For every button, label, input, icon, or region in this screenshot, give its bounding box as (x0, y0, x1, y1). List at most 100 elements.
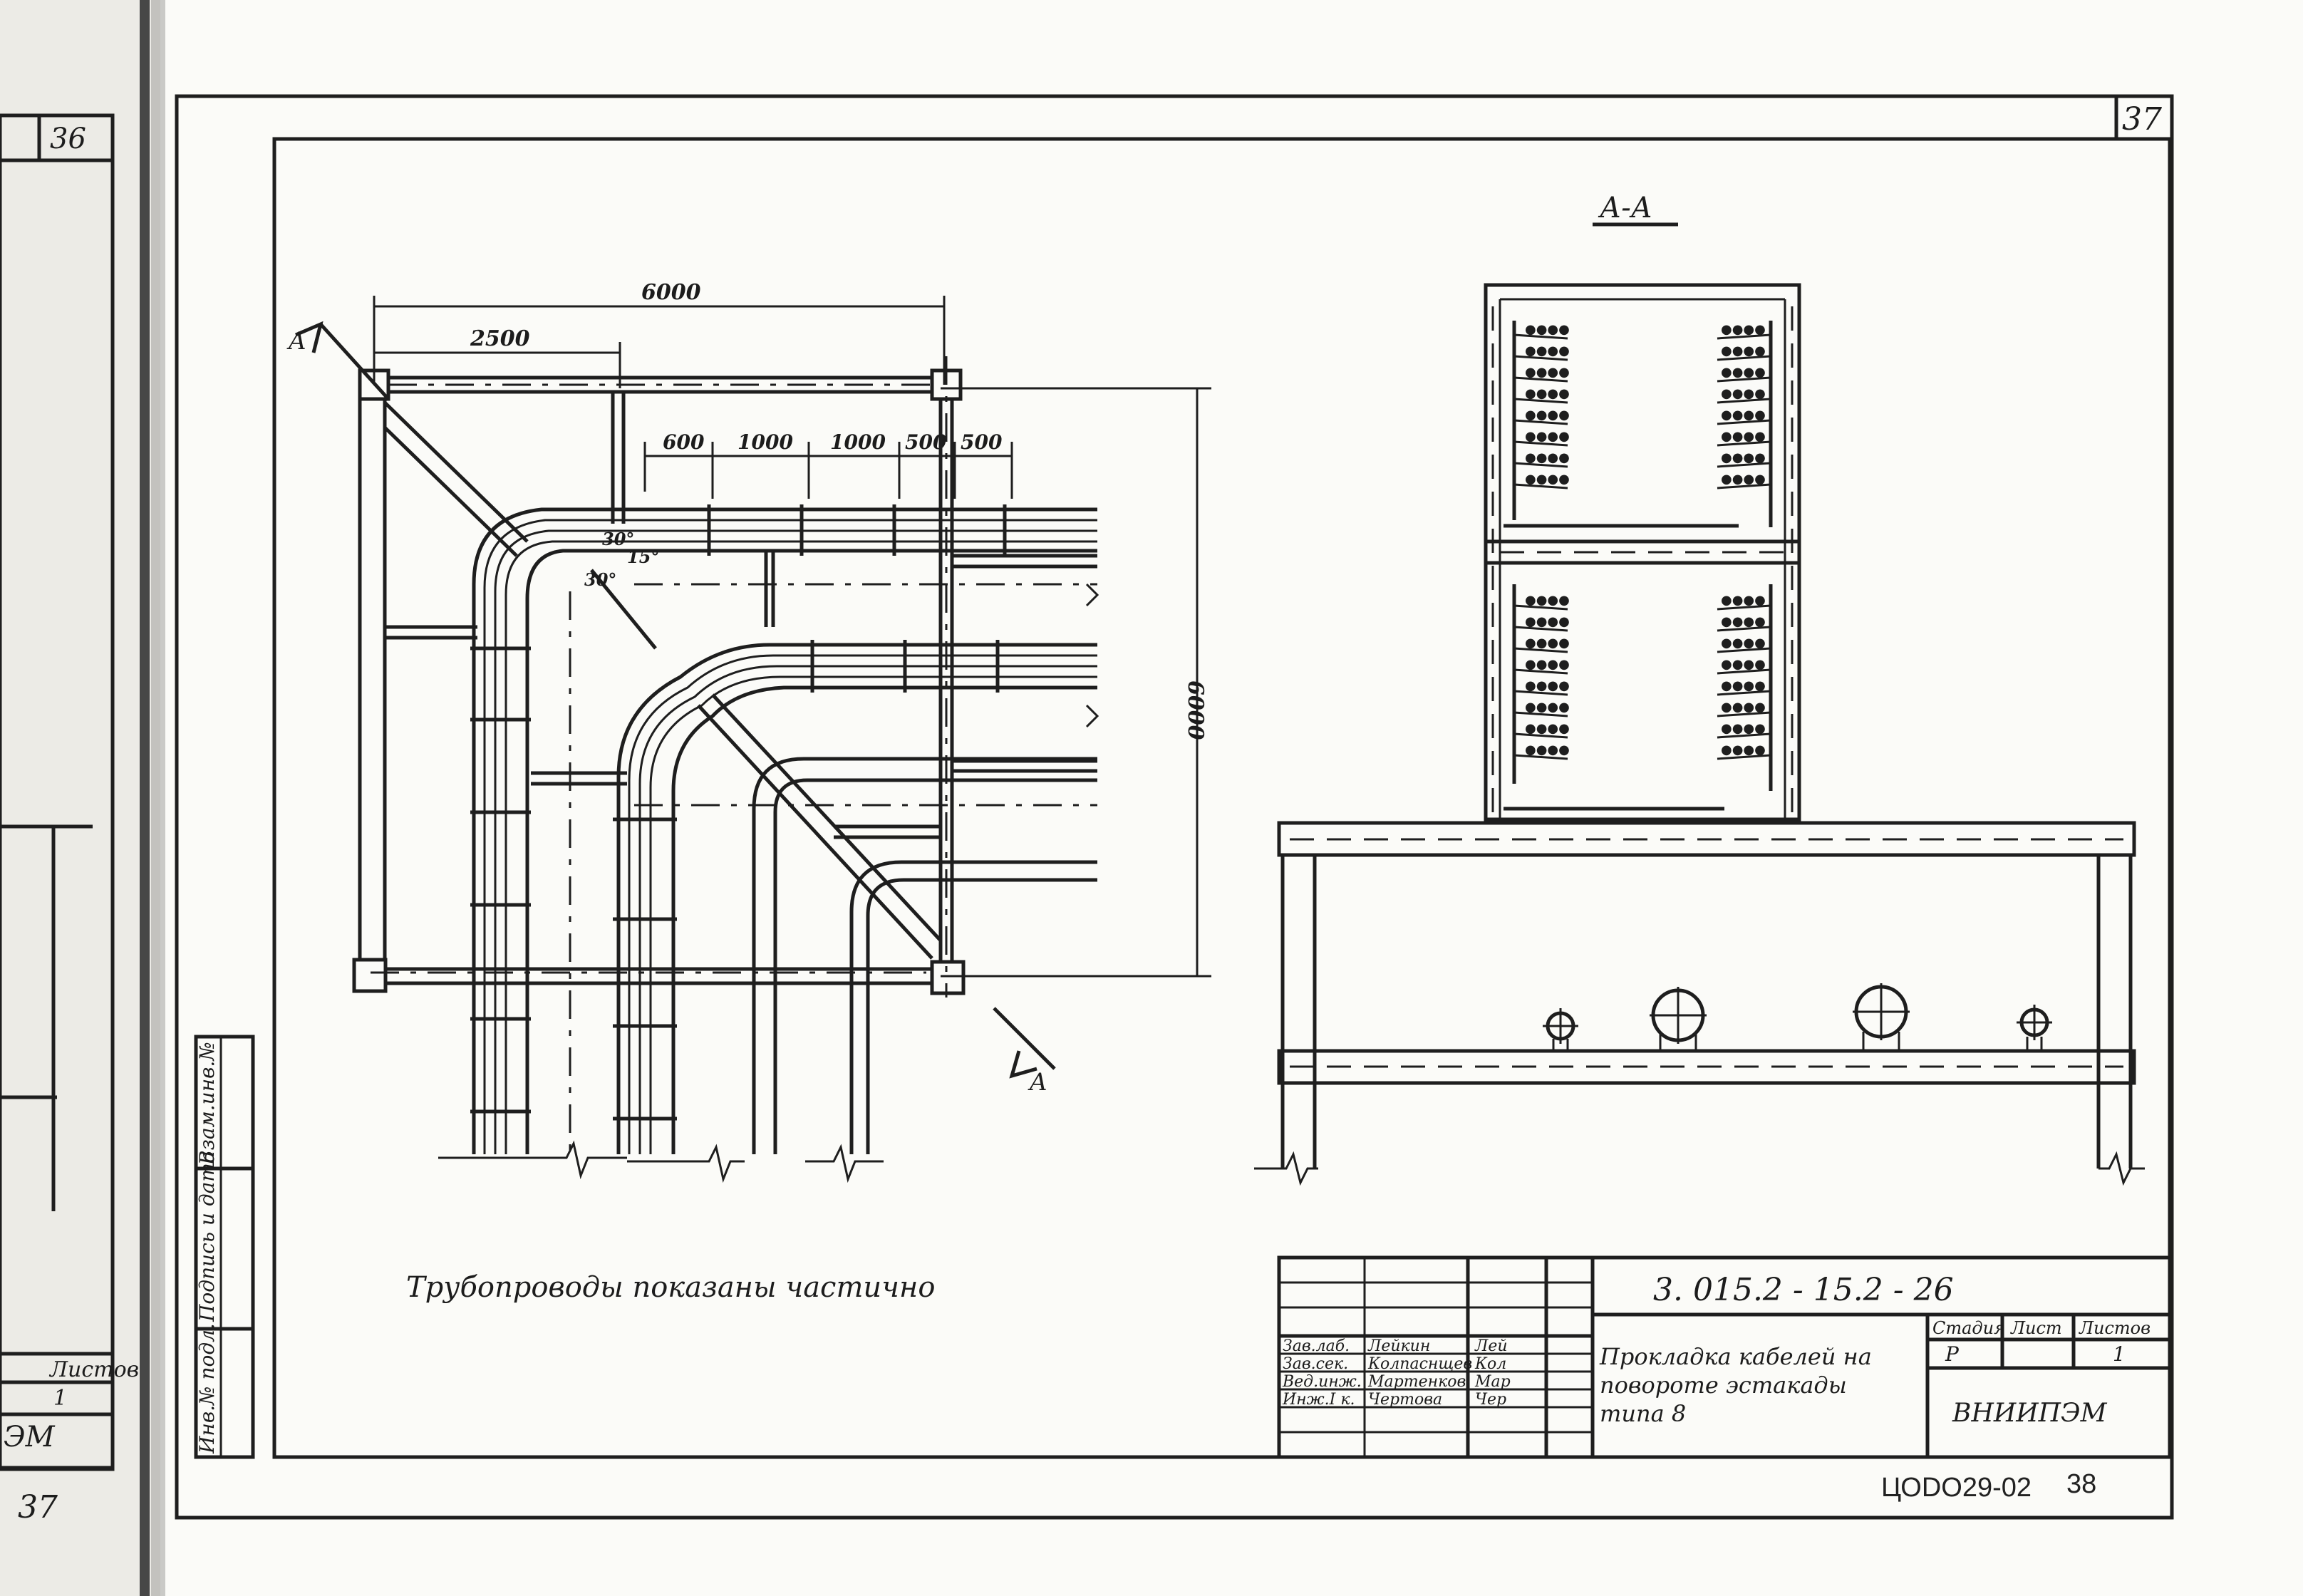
svg-text:●●●●: ●●●● (1721, 593, 1766, 608)
svg-text:●●●●: ●●●● (1721, 742, 1766, 757)
svg-text:●●●●: ●●●● (1525, 614, 1570, 629)
title-line-1: Прокладка кабелей на (1599, 1343, 1872, 1370)
svg-text:●●●●: ●●●● (1525, 322, 1570, 337)
cable-rack-right-lower: ●●●● ●●●● ●●●● ●●●● ●●●● ●●●● ●●●● ●●●● (1717, 584, 1773, 791)
cable-shelf-frame (1484, 283, 1801, 822)
section-arrow-top: A (286, 321, 390, 400)
sheet-header: Лист (2010, 1318, 2062, 1338)
diagonal-brace-bottom (697, 704, 933, 960)
cable-tray-inner (613, 640, 1097, 1154)
svg-text:●●●●: ●●●● (1721, 657, 1766, 672)
svg-text:●●●●: ●●●● (1721, 678, 1766, 693)
svg-text:●●●●: ●●●● (1525, 429, 1570, 444)
svg-text:●●●●: ●●●● (1525, 657, 1570, 672)
binding-gutter (0, 0, 160, 1596)
svg-text:●●●●: ●●●● (1721, 322, 1766, 337)
prev-sheet-number: 36 (50, 123, 86, 155)
sheet-number: 37 (2122, 101, 2162, 138)
role-2: Зав.сек. (1283, 1355, 1348, 1373)
svg-text:●●●●: ●●●● (1525, 408, 1570, 423)
svg-text:●●●●: ●●●● (1721, 429, 1766, 444)
section-view: А-А ●●●● ●●●● ●●●● ●●●● ●●●● ●●●● (1254, 192, 2145, 1186)
side-stamp-inv-podl: Инв.№ подл. (195, 1323, 219, 1454)
title-line-3: типа 8 (1600, 1400, 1686, 1427)
doc-code: 3. 015.2 - 15.2 - 26 (1653, 1272, 1954, 1308)
svg-text:●●●●: ●●●● (1525, 472, 1570, 487)
footer-page-number: 38 (2066, 1469, 2096, 1499)
trestle-bottom-beam (1277, 1049, 2136, 1085)
break-line-2 (627, 1144, 745, 1183)
sign-4: Чер (1475, 1391, 1506, 1409)
svg-text:●●●●: ●●●● (1525, 700, 1570, 715)
diagonal-brace-top (383, 401, 529, 543)
svg-text:●●●●: ●●●● (1525, 636, 1570, 651)
dim-vertical-label: 6000 (1183, 680, 1208, 740)
dim-segment-3: 1000 (830, 430, 886, 454)
plan-view: 6000 2500 600 1000 1000 500 500 6000 (286, 280, 1211, 1183)
svg-text:●●●●: ●●●● (1721, 721, 1766, 736)
angle-label-2: 15° (627, 546, 659, 567)
svg-text:●●●●: ●●●● (1525, 742, 1570, 757)
section-marker-top: A (286, 327, 306, 356)
svg-text:●●●●: ●●●● (1525, 450, 1570, 465)
name-4: Чертова (1368, 1391, 1442, 1409)
svg-text:●●●●: ●●●● (1721, 614, 1766, 629)
role-4: Инж.I к. (1282, 1391, 1355, 1409)
name-3: Мартенков (1367, 1373, 1466, 1391)
sign-3: Мар (1474, 1373, 1511, 1391)
svg-text:●●●●: ●●●● (1525, 593, 1570, 608)
svg-text:●●●●: ●●●● (1525, 721, 1570, 736)
svg-text:●●●●: ●●●● (1721, 472, 1766, 487)
column-bottom-left (352, 958, 388, 993)
previous-sheet-fragment: 36 Листов 1 ЭМ 37 (0, 113, 139, 1525)
pipeline-small-inner (866, 878, 1097, 1154)
binding-shadow (140, 0, 150, 1596)
angle-label-1: 30° (584, 569, 616, 590)
svg-text:●●●●: ●●●● (1721, 636, 1766, 651)
section-title: А-А (1598, 192, 1652, 224)
stage-header: Стадия (1932, 1318, 2005, 1338)
archive-code: ЦОDО29-02 (1881, 1473, 2032, 1503)
sign-1: Лей (1474, 1337, 1508, 1355)
svg-text:●●●●: ●●●● (1525, 365, 1570, 380)
break-line-3 (805, 1144, 884, 1183)
side-stamp-signature-date: Подпись и дата (195, 1151, 219, 1322)
side-stamp: Инв.№ подл. Подпись и дата Взам.инв.№ (194, 1035, 255, 1459)
svg-text:●●●●: ●●●● (1525, 343, 1570, 358)
title-line-2: повороте эстакады (1600, 1372, 1847, 1399)
svg-text:●●●●: ●●●● (1721, 408, 1766, 423)
name-2: Колпаснщев (1367, 1355, 1472, 1373)
svg-text:●●●●: ●●●● (1525, 678, 1570, 693)
pipe-section-large-left (1650, 987, 1707, 1051)
prev-sheet-listov-value: 1 (53, 1386, 67, 1411)
binding-edge (151, 0, 165, 1596)
angle-label-3: 30° (602, 529, 634, 549)
cable-rack-right-upper: ●●●●●●●● ●●●●●●●● ●●●●●●●● ●●●●●●●● (1717, 321, 1773, 527)
drawing-note: Трубопроводы показаны частично (406, 1271, 935, 1304)
sign-2: Кол (1474, 1355, 1506, 1373)
section-arrow-bottom: A (993, 1007, 1056, 1097)
pipeline-small-outer (849, 860, 1097, 1154)
role-1: Зав.лаб. (1283, 1337, 1350, 1355)
pipe-section-small-left (1543, 1008, 1578, 1051)
pipeline-large-outer (752, 757, 1097, 1154)
trestle-top-beam (1277, 821, 2136, 857)
dim-segment-1: 600 (663, 430, 705, 454)
svg-text:●●●●: ●●●● (1721, 365, 1766, 380)
svg-text:●●●●: ●●●● (1721, 450, 1766, 465)
cable-rack-left-lower: ●●●● ●●●● ●●●● ●●●● ●●●● ●●●● ●●●● ●●●● (1512, 584, 1570, 784)
column-bottom-right (930, 960, 966, 995)
cable-rack-left-upper: ●●●● ●●●● ●●●● ●●●● ●●●● ●●●● ●●●● ●●●● (1512, 321, 1570, 520)
sheets-header: Листов (2079, 1318, 2151, 1338)
svg-text:●●●●: ●●●● (1721, 700, 1766, 715)
diagonal-brace-middle (590, 569, 657, 650)
side-stamp-vzam-inv: Взам.инв.№ (195, 1042, 219, 1166)
pipe-section-large-right (1853, 983, 1910, 1051)
sheet-outer-frame (175, 94, 2174, 1520)
svg-text:●●●●: ●●●● (1721, 343, 1766, 358)
section-marker-bottom: A (1028, 1068, 1047, 1097)
break-line-1 (438, 1140, 627, 1180)
svg-text:●●●●: ●●●● (1525, 386, 1570, 401)
prev-sheet-org: ЭМ (4, 1421, 56, 1454)
